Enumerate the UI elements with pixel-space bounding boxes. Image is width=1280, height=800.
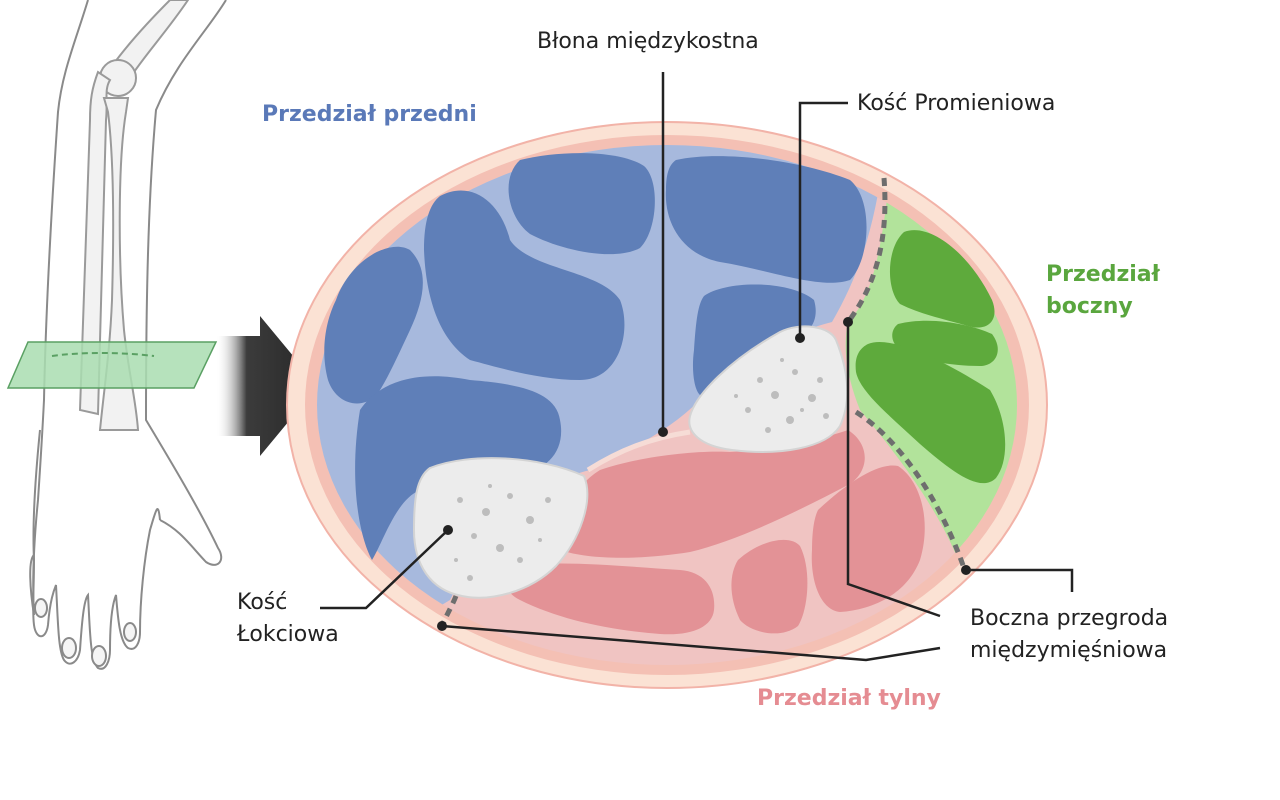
pointer-arrow (216, 316, 318, 456)
lateral-intermuscular-septum-anterior (846, 177, 888, 324)
leader-radius (798, 101, 848, 338)
interosseous-membrane (586, 429, 691, 473)
anterior-compartment-label: Przedział przedni (262, 102, 477, 127)
interosseous-membrane-label: Błona międzykostna (537, 29, 759, 54)
leader-ulna (320, 529, 449, 610)
lateral-muscle (889, 230, 995, 328)
posterior-muscle (731, 539, 808, 634)
lateral-septum-label-line2: międzymięśniowa (970, 638, 1168, 663)
lateral-compartment-label: Przedział boczny (1046, 259, 1160, 323)
radius-bone-section (688, 325, 849, 453)
anterior-muscle (324, 246, 423, 404)
lateral-septum-label-line1: Boczna przegroda (970, 606, 1169, 631)
posterior-muscle (559, 430, 865, 558)
anterior-muscle (692, 284, 816, 397)
ulna-label-line1: Kość (237, 590, 288, 615)
leader-septum-c (441, 624, 941, 662)
anterior-muscle (665, 156, 867, 283)
ulna-bone-section (412, 457, 589, 599)
ulna-label-line2: Łokciowa (237, 622, 339, 647)
cross-section (286, 121, 1048, 689)
lateral-intermuscular-septum-posterior (854, 409, 967, 569)
cutting-plane (6, 341, 218, 389)
arm-illustration (29, 0, 227, 670)
lateral-compartment-label-line2: boczny (1046, 294, 1133, 319)
leader-septum-b (966, 568, 1074, 592)
leader-dots (437, 317, 971, 631)
ulna-bone-arm (78, 70, 112, 416)
anterior-muscle (424, 190, 625, 380)
posterior-muscle (811, 465, 925, 612)
posterior-compartment-label: Przedział tylny (757, 686, 941, 711)
lateral-muscles (855, 230, 1006, 484)
posterior-muscle (505, 563, 715, 635)
lateral-muscle (855, 342, 1006, 484)
lateral-compartment-label-line1: Przedział (1046, 262, 1160, 287)
hand-outline (32, 429, 161, 670)
ulna-label: Kość Łokciowa (237, 587, 339, 651)
posterior-muscles (505, 430, 925, 635)
lateral-septum-label: Boczna przegroda międzymięśniowa (970, 603, 1168, 667)
cutting-plane-line (51, 352, 155, 357)
anterior-muscle (508, 153, 655, 255)
leader-lines (320, 72, 1074, 662)
radius-label: Kość Promieniowa (857, 91, 1056, 116)
leader-septum-a (846, 322, 941, 618)
